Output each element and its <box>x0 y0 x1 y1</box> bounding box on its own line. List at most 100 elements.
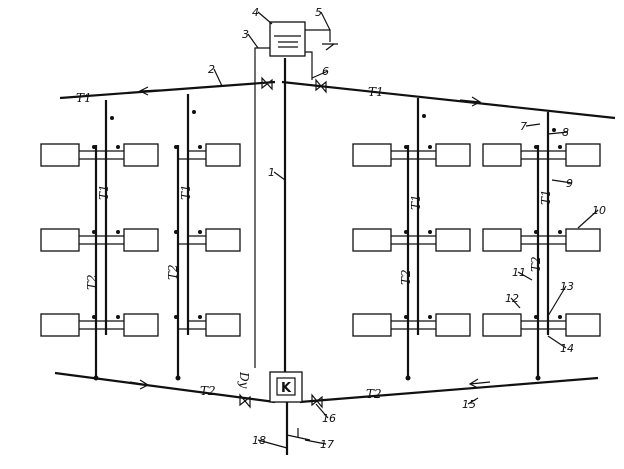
radiator-valve <box>116 230 120 234</box>
callout-leader <box>257 11 273 25</box>
radiator-valve <box>558 315 562 319</box>
callout-number: 1 <box>268 166 275 179</box>
radiator-valve <box>404 145 408 149</box>
callout-number: 7 <box>520 120 527 133</box>
radiator-valve <box>92 145 96 149</box>
callout-leader <box>547 131 569 135</box>
radiator <box>352 313 392 337</box>
radiator-valve <box>116 145 120 149</box>
riser-shutoff-tap <box>192 110 196 114</box>
riser-drain-tap <box>93 375 99 381</box>
riser-label-t2-c: T2 <box>399 269 413 285</box>
callout-number: 3 <box>242 28 249 41</box>
radiator-connection <box>96 235 124 245</box>
radiator <box>40 143 80 167</box>
radiator-valve <box>428 315 432 319</box>
riser-drain-tap <box>405 375 411 381</box>
radiator-valve <box>174 315 178 319</box>
callout-leader <box>257 439 288 449</box>
radiator-connection <box>521 320 548 330</box>
riser-drain-tap <box>535 375 541 381</box>
radiator-connection <box>521 235 548 245</box>
radiator-valve <box>558 145 562 149</box>
radiator-connection <box>538 320 566 330</box>
callout-leader <box>213 68 223 87</box>
radiator-valve <box>534 315 538 319</box>
vent-label: Dy <box>237 371 251 389</box>
radiator <box>40 228 80 252</box>
callout-number: 9 <box>566 177 573 190</box>
callout-leader <box>311 70 329 79</box>
callout-leader <box>547 285 567 317</box>
circulation-pipe <box>254 47 270 368</box>
callout-number: 14 <box>560 342 574 355</box>
makeup-branch <box>286 428 311 441</box>
callout-leader <box>547 335 567 349</box>
riser-label-t2-b: T2 <box>166 264 180 280</box>
supply-valve-right-16 <box>315 78 327 94</box>
radiator-valve <box>558 230 562 234</box>
return-valve-right-16 <box>311 393 323 409</box>
callout-leader <box>320 11 331 31</box>
callout-number: 13 <box>560 280 574 293</box>
return-label-left: T2 <box>200 384 216 398</box>
supply-main-left <box>59 80 276 100</box>
radiator-connection <box>178 235 206 245</box>
radiator <box>565 143 601 167</box>
radiator <box>40 313 80 337</box>
callout-leader <box>315 403 329 419</box>
supply-main-right <box>281 80 616 120</box>
flow-arrow-return-left <box>129 379 150 390</box>
radiator-valve <box>198 230 202 234</box>
radiator-connection <box>538 150 566 160</box>
flow-arrow-return-right <box>468 378 491 389</box>
callout-leader <box>525 123 541 127</box>
radiator-valve <box>174 145 178 149</box>
overflow-pipe <box>305 29 331 42</box>
radiator-connection <box>79 320 106 330</box>
riser-shutoff-tap <box>422 114 426 118</box>
flow-arrow-supply-right <box>459 96 482 107</box>
return-label-right: T2 <box>366 387 382 401</box>
radiator <box>352 143 392 167</box>
callout-number: 10 <box>592 204 606 217</box>
radiator-connection <box>408 320 436 330</box>
signal-pipe <box>305 51 313 80</box>
boiler <box>269 371 303 403</box>
radiator-valve <box>534 230 538 234</box>
riser-drain-tap <box>175 375 181 381</box>
supply-valve-left <box>261 76 273 91</box>
riser-label-t1-c: T1 <box>409 194 423 210</box>
tank-water-level <box>274 35 301 48</box>
radiator-connection <box>178 150 206 160</box>
radiator <box>352 228 392 252</box>
radiator <box>205 228 241 252</box>
radiator-valve <box>404 230 408 234</box>
callout-number: 17 <box>320 438 334 451</box>
radiator-valve <box>92 230 96 234</box>
radiator-valve <box>198 315 202 319</box>
callout-number: 4 <box>252 6 259 19</box>
radiator-valve <box>92 315 96 319</box>
flow-arrow-supply-left <box>138 86 161 96</box>
callout-number: 5 <box>315 6 322 19</box>
radiator-valve <box>404 315 408 319</box>
supply-label-left: T1 <box>76 91 92 105</box>
riser-label-t1-d: T1 <box>539 189 553 205</box>
radiator <box>205 143 241 167</box>
radiator <box>123 228 159 252</box>
radiator-connection <box>538 235 566 245</box>
radiator-valve <box>428 145 432 149</box>
callout-leader <box>467 397 479 405</box>
radiator-connection <box>96 320 124 330</box>
radiator-connection <box>408 150 436 160</box>
boiler-inner <box>276 377 296 396</box>
callout-number: 2 <box>208 63 215 76</box>
radiator <box>123 143 159 167</box>
radiator-valve <box>428 230 432 234</box>
radiator <box>482 228 522 252</box>
callout-leader <box>551 179 573 184</box>
riser-label-t1-a: T1 <box>97 184 111 200</box>
radiator-connection <box>391 320 418 330</box>
radiator <box>435 228 471 252</box>
